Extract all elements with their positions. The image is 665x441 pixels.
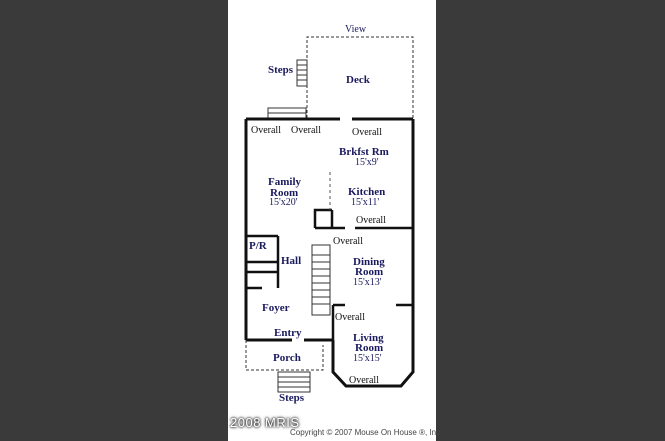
dining-room-label-1: Dining: [353, 256, 385, 268]
family-room-dim: 15'x20': [269, 197, 298, 208]
mris-watermark: 2008 MRIS: [230, 415, 300, 430]
top-steps-icon: [296, 59, 308, 87]
steps-top-label: Steps: [268, 64, 294, 76]
foyer-label: Foyer: [262, 302, 290, 314]
porch-label: Porch: [273, 352, 301, 364]
view-label: View: [345, 24, 367, 35]
dining-room-dim: 15'x13': [353, 277, 382, 288]
living-room-label-2: Room: [355, 342, 383, 354]
living-room-dim: 15'x15': [353, 353, 382, 364]
staircase-icon: [311, 244, 331, 316]
brkfst-room-label: Brkfst Rm: [339, 146, 389, 158]
overall-label-7: Overall: [349, 375, 379, 386]
steps-bottom-label: Steps: [279, 392, 305, 404]
living-room-label-1: Living: [353, 332, 384, 344]
entry-label: Entry: [274, 327, 302, 339]
kitchen-dim: 15'x11': [351, 197, 379, 208]
overall-label-5: Overall: [333, 236, 363, 247]
overall-label-3: Overall: [352, 127, 382, 138]
overall-label-4: Overall: [356, 215, 386, 226]
dining-room-label-2: Room: [355, 266, 383, 278]
overall-label-1: Overall: [251, 125, 281, 136]
family-room-label-2: Room: [270, 187, 298, 199]
brkfst-room-dim: 15'x9': [355, 157, 379, 168]
outer-walls: [244, 117, 415, 388]
overall-label-6: Overall: [335, 312, 365, 323]
interior-walls: [246, 208, 413, 340]
overall-label-2: Overall: [291, 125, 321, 136]
deck-label: Deck: [346, 74, 371, 86]
hall-label: Hall: [281, 255, 301, 267]
copyright-text: Copyright © 2007 Mouse On House ®, Inc.: [290, 428, 443, 437]
bottom-steps-icon: [277, 371, 311, 393]
powder-room-label: P/R: [249, 240, 268, 252]
kitchen-label: Kitchen: [348, 186, 385, 198]
porch-outline: [245, 340, 324, 371]
family-room-label-1: Family: [268, 176, 301, 188]
